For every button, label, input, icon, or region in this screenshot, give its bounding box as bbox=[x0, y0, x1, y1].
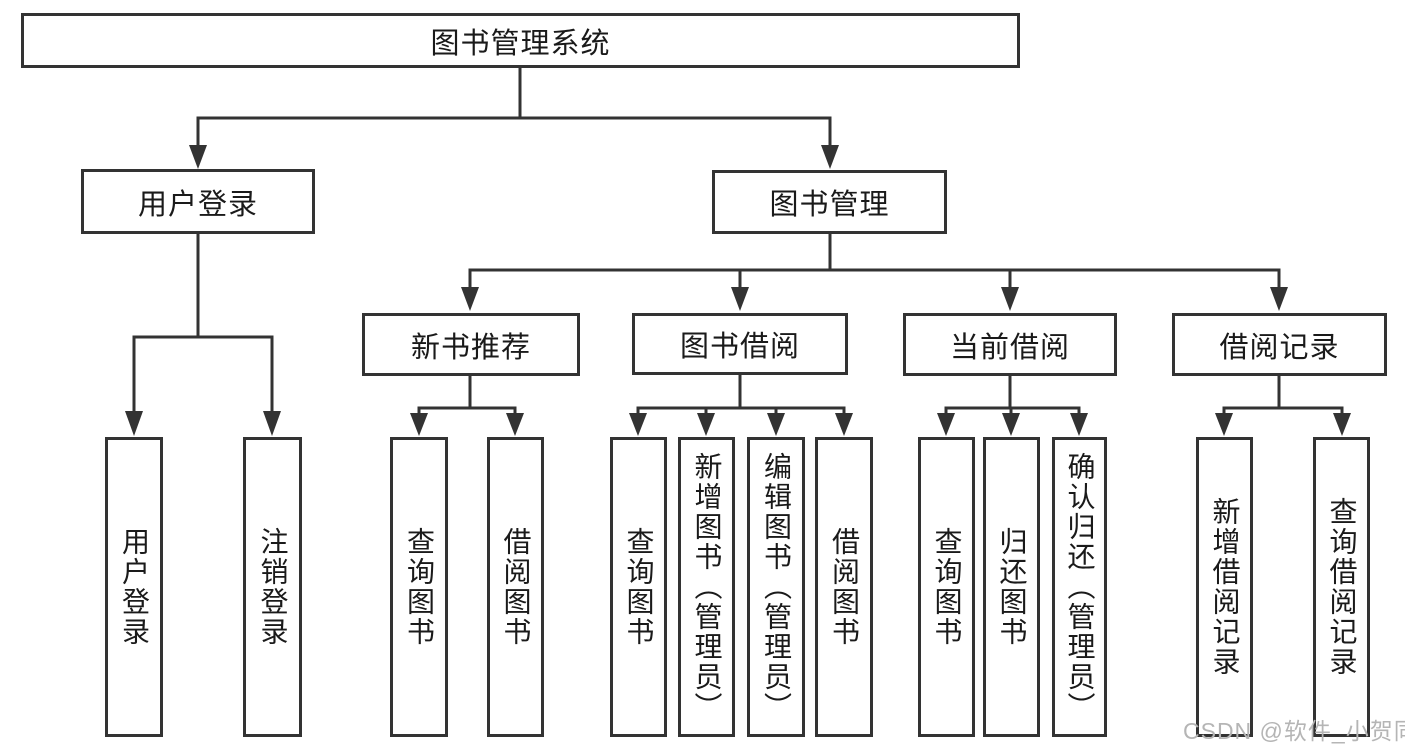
node-book-management: 图书管理 bbox=[712, 170, 947, 234]
node-book-borrowing: 图书借阅 bbox=[632, 313, 848, 375]
leaf-borrowing-edit-books-admin: 编辑图书（管理员） bbox=[747, 437, 805, 737]
leaf-borrowing-query-books: 查询图书 bbox=[610, 437, 667, 737]
node-user-login: 用户登录 bbox=[81, 169, 315, 234]
leaf-logout: 注销登录 bbox=[243, 437, 302, 737]
leaf-borrowing-borrow-books: 借阅图书 bbox=[815, 437, 873, 737]
leaf-newbook-query-books: 查询图书 bbox=[390, 437, 448, 737]
connector-root-to-level2 bbox=[189, 67, 839, 169]
node-root-system: 图书管理系统 bbox=[21, 13, 1020, 68]
connector-user-login-to-leaves bbox=[125, 234, 281, 436]
leaf-records-query-record: 查询借阅记录 bbox=[1313, 437, 1370, 737]
connector-book-mgmt-to-level3 bbox=[461, 234, 1288, 311]
node-current-borrowing: 当前借阅 bbox=[903, 313, 1117, 376]
leaf-user-login: 用户登录 bbox=[105, 437, 163, 737]
leaf-borrowing-add-books-admin: 新增图书（管理员） bbox=[678, 437, 735, 737]
connector-borrowing-to-leaves bbox=[629, 375, 853, 436]
leaf-newbook-borrow-books: 借阅图书 bbox=[487, 437, 544, 737]
connector-current-to-leaves bbox=[937, 376, 1088, 436]
leaf-current-query-books: 查询图书 bbox=[918, 437, 975, 737]
csdn-watermark: CSDN @软件_小贺同学 bbox=[1183, 718, 1405, 744]
connector-new-book-to-leaves bbox=[410, 376, 524, 436]
node-borrowing-records: 借阅记录 bbox=[1172, 313, 1387, 376]
connector-records-to-leaves bbox=[1215, 376, 1351, 436]
leaf-current-return-books: 归还图书 bbox=[983, 437, 1040, 737]
leaf-records-add-record: 新增借阅记录 bbox=[1196, 437, 1253, 737]
node-new-book-recommend: 新书推荐 bbox=[362, 313, 580, 376]
leaf-current-confirm-return-admin: 确认归还（管理员） bbox=[1052, 437, 1107, 737]
